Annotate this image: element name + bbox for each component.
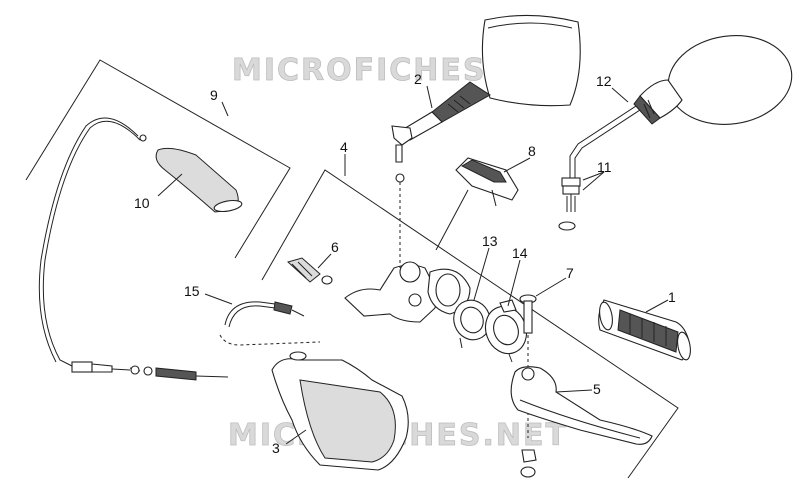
pivot-bolt (519, 294, 537, 438)
callout-13: 13 (482, 233, 498, 249)
throttle-cable (38, 117, 229, 381)
hand-guard (271, 351, 409, 471)
adjuster-screw (286, 257, 333, 285)
frame-lever-group (261, 169, 679, 479)
callout-14: 14 (512, 245, 528, 261)
ring-13 (453, 299, 491, 349)
callout-15: 15 (184, 283, 200, 299)
small-cable (219, 301, 321, 346)
lever-body (344, 173, 471, 323)
mirror-left (391, 14, 581, 163)
callout-1: 1 (668, 289, 676, 305)
callout-7: 7 (566, 265, 574, 281)
grip-cover (155, 147, 243, 213)
callout-10: 10 (134, 195, 150, 211)
callout-3: 3 (272, 440, 280, 456)
callout-9: 9 (210, 87, 218, 103)
switch-block (455, 157, 519, 207)
frame-cable-group (25, 59, 291, 259)
callout-12: 12 (596, 73, 612, 89)
leader-lines (157, 85, 669, 445)
callout-labels: 1 2 3 4 5 6 7 8 9 10 11 12 13 14 15 (134, 71, 676, 456)
callout-8: 8 (528, 143, 536, 159)
callout-2: 2 (414, 71, 422, 87)
brake-lever (510, 366, 653, 478)
ring-14 (484, 299, 528, 363)
callout-6: 6 (331, 239, 339, 255)
callout-5: 5 (593, 381, 601, 397)
mirror-right (558, 35, 793, 231)
callout-11: 11 (597, 159, 612, 175)
handlebar-grip (598, 299, 691, 361)
callout-4: 4 (340, 139, 348, 155)
